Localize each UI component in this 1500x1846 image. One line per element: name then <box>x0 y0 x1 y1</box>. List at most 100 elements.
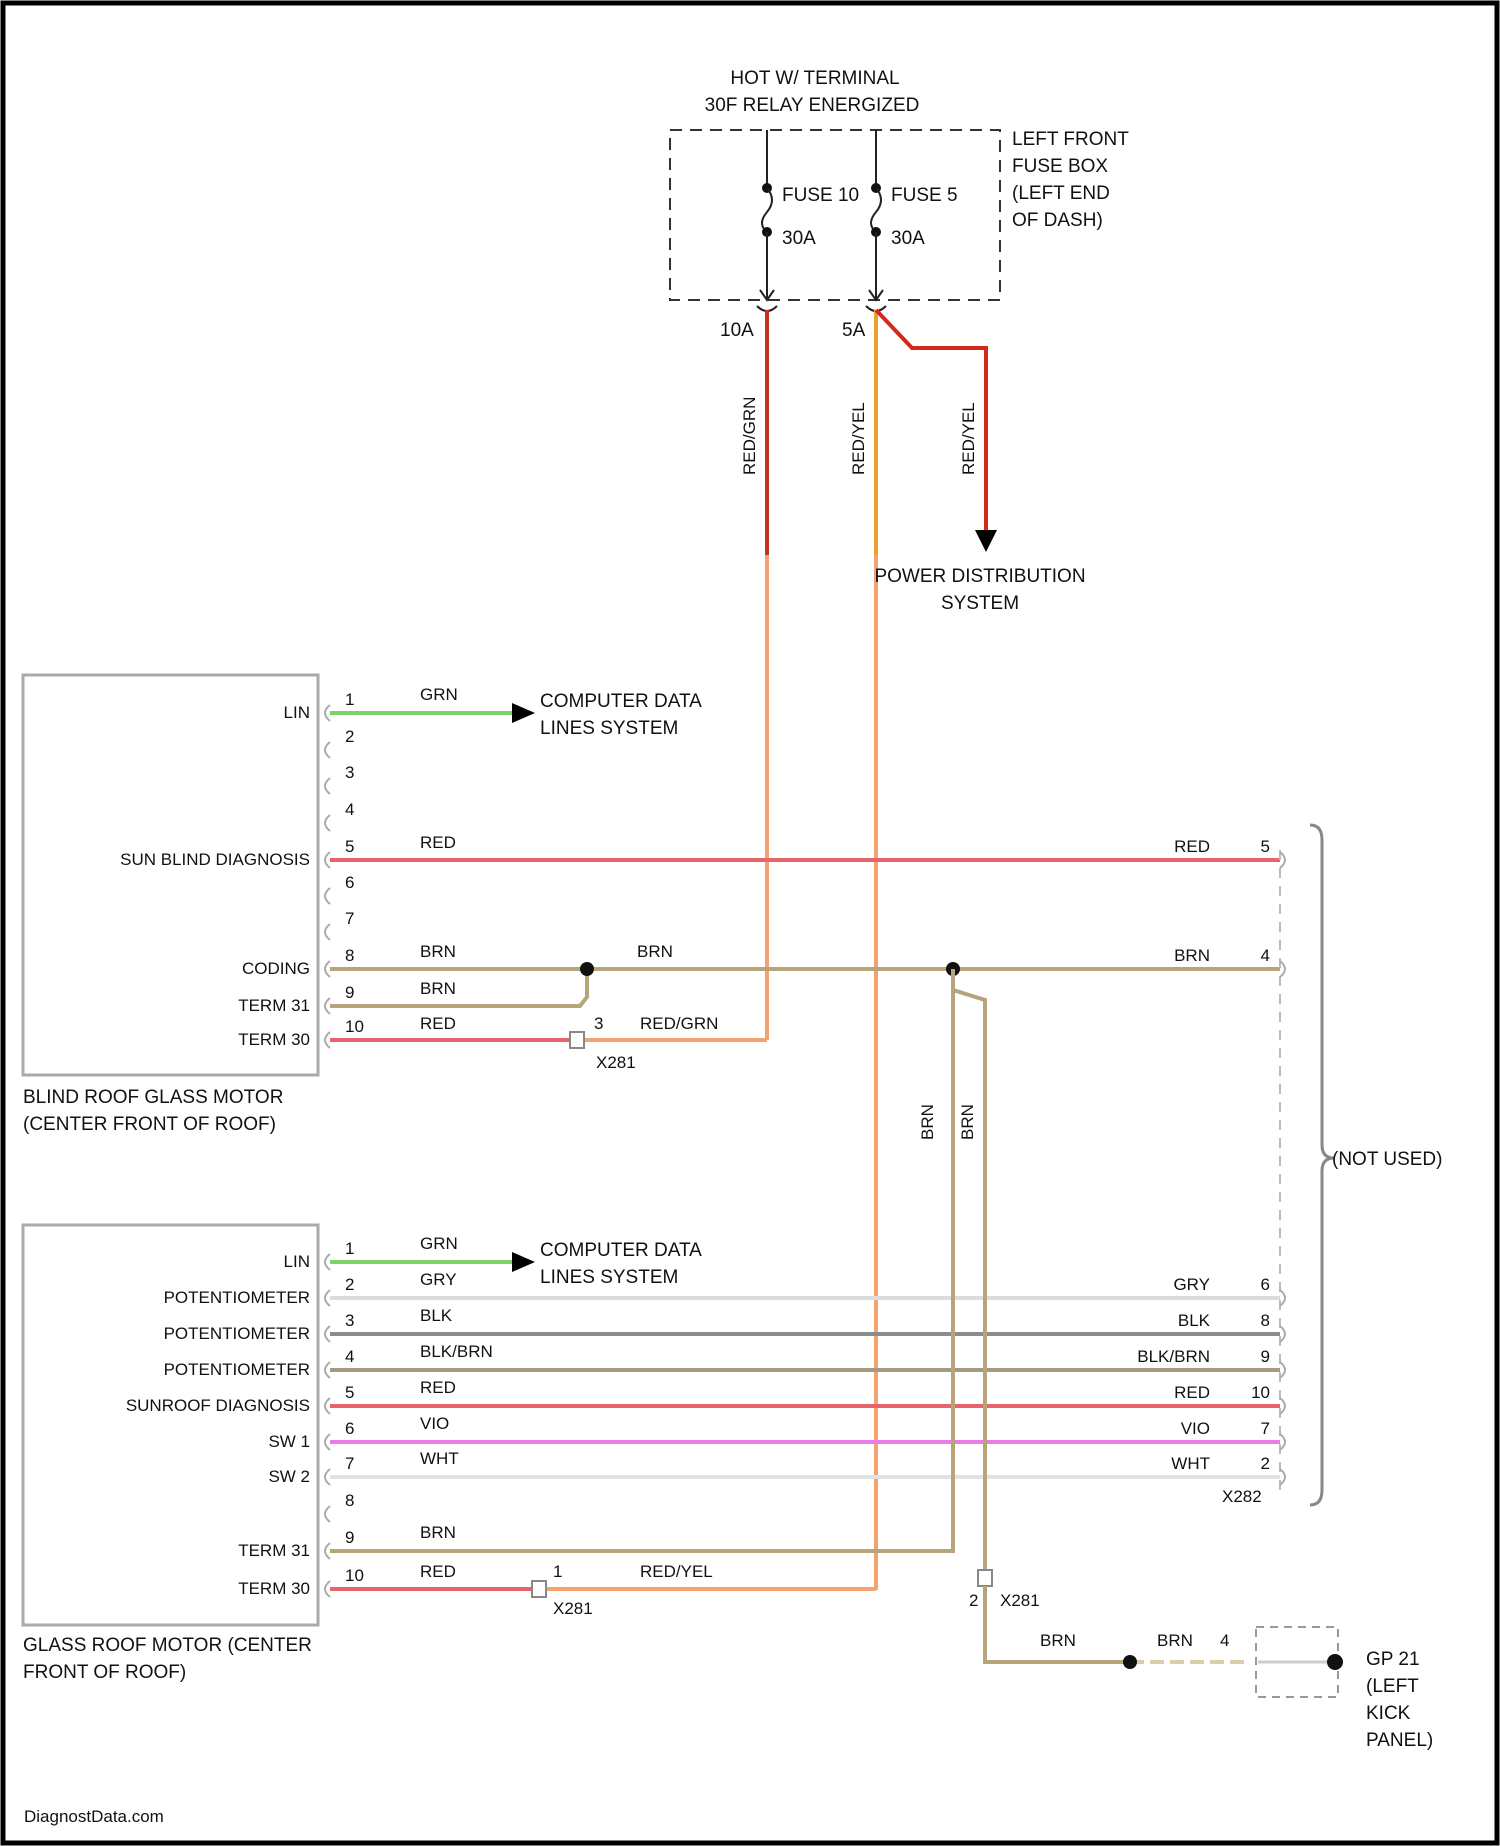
x282-pin-number: 6 <box>1261 1275 1270 1294</box>
glass-motor-pin-4-terminal <box>325 1362 330 1378</box>
glass-motor-pin-number: 5 <box>345 1383 354 1402</box>
blind-motor-pin-number: 8 <box>345 946 354 965</box>
glass-motor-pin-label: POTENTIOMETER <box>164 1360 310 1379</box>
glass-motor-name-2: FRONT OF ROOF) <box>23 1662 186 1683</box>
pds-label-2: SYSTEM <box>941 593 1019 614</box>
glass-motor-name-1: GLASS ROOF MOTOR (CENTER <box>23 1635 312 1656</box>
fuse-5 <box>866 130 886 311</box>
wire-ground-vertical <box>953 990 985 1570</box>
x282-wire-label: BLK/BRN <box>1137 1347 1210 1366</box>
x282-wire-label: BLK <box>1178 1311 1211 1330</box>
blind-coding-wire: BRN <box>420 942 456 961</box>
glass-motor-pin-label: POTENTIOMETER <box>164 1324 310 1343</box>
wire-label-red-yel-2: RED/YEL <box>959 402 978 475</box>
fusebox-label-3: (LEFT END <box>1012 183 1110 204</box>
glass-pin6-wire: VIO <box>420 1414 449 1433</box>
ground-point-icon <box>1327 1654 1343 1670</box>
hot-label-2: 30F RELAY ENERGIZED <box>705 95 920 116</box>
blind-motor-pin-4-terminal <box>325 815 330 831</box>
glass-motor-pin-label: POTENTIOMETER <box>164 1288 310 1307</box>
blind-motor-pin-3-terminal <box>325 778 330 794</box>
gp-label-2: (LEFT <box>1366 1676 1419 1697</box>
glass-pin1-wire: GRN <box>420 1234 458 1253</box>
blind-motor-pin-label: LIN <box>284 703 310 722</box>
glass-motor-pin-number: 1 <box>345 1239 354 1258</box>
not-used-label: (NOT USED) <box>1332 1149 1442 1170</box>
gp-label-3: KICK <box>1366 1703 1411 1724</box>
fuse5-rating: 30A <box>891 228 925 249</box>
glass-pin7-wire: WHT <box>420 1449 459 1468</box>
glass-motor-pin-5-terminal <box>325 1398 330 1414</box>
glass-x281-name: X281 <box>553 1599 593 1618</box>
ground-x281-name: X281 <box>1000 1591 1040 1610</box>
x282-wire-label: RED <box>1174 1383 1210 1402</box>
blind-diag-wire: RED <box>420 833 456 852</box>
blind-motor-name-2: (CENTER FRONT OF ROOF) <box>23 1114 276 1135</box>
x282-pin-number: 9 <box>1261 1347 1270 1366</box>
blind-motor-pin-5-terminal <box>325 852 330 868</box>
blind-motor-pin-number: 2 <box>345 727 354 746</box>
blind-motor-pins: 1LIN2345SUN BLIND DIAGNOSIS678CODING9TER… <box>120 690 364 1049</box>
glass-pin3-wire: BLK <box>420 1306 453 1325</box>
x282-wire-label: BRN <box>1174 946 1210 965</box>
blind-x281-pin: 3 <box>594 1014 603 1033</box>
splice-ground <box>1123 1655 1137 1669</box>
glass-motor-pin-label: SUNROOF DIAGNOSIS <box>126 1396 310 1415</box>
blind-motor-pin-label: TERM 31 <box>238 996 310 1015</box>
ground-wire-1: BRN <box>1040 1631 1076 1650</box>
x282-wire-label: GRY <box>1173 1275 1210 1294</box>
blind-x281-name: X281 <box>596 1053 636 1072</box>
blind-motor-pin-number: 4 <box>345 800 354 819</box>
glass-motor-pin-number: 8 <box>345 1491 354 1510</box>
glass-cds-label-2: LINES SYSTEM <box>540 1267 678 1288</box>
blind-cds-label-1: COMPUTER DATA <box>540 691 702 712</box>
blind-motor-pin-number: 10 <box>345 1017 364 1036</box>
blind-motor-pin-number: 3 <box>345 763 354 782</box>
terminal-5a: 5A <box>842 320 866 341</box>
blind-motor-pin-number: 7 <box>345 909 354 928</box>
blind-motor-pin-7-terminal <box>325 924 330 940</box>
arrow-power-distribution <box>975 530 997 552</box>
blind-cds-label-2: LINES SYSTEM <box>540 718 678 739</box>
hot-label-1: HOT W/ TERMINAL <box>730 68 899 89</box>
fuse-box-outline <box>670 130 1000 300</box>
fuse-10 <box>757 130 777 311</box>
glass-motor-pin-number: 6 <box>345 1419 354 1438</box>
blind-x281-wire: RED/GRN <box>640 1014 718 1033</box>
fusebox-label-4: OF DASH) <box>1012 210 1103 231</box>
terminal-10a: 10A <box>720 320 754 341</box>
glass-motor-pin-3-terminal <box>325 1326 330 1342</box>
glass-pin2-wire: GRY <box>420 1270 457 1289</box>
blind-motor-pin-2-terminal <box>325 742 330 758</box>
glass-motor-pin-number: 2 <box>345 1275 354 1294</box>
glass-x281-pin: 1 <box>553 1562 562 1581</box>
glass-motor-pins: 1LIN2POTENTIOMETER3POTENTIOMETER4POTENTI… <box>126 1239 364 1598</box>
connector-x281-blind <box>570 1032 584 1048</box>
glass-motor-pin-number: 4 <box>345 1347 354 1366</box>
glass-motor-pin-number: 10 <box>345 1566 364 1585</box>
glass-pin9-wire: BRN <box>420 1523 456 1542</box>
blind-motor-pin-10-terminal <box>325 1032 330 1048</box>
blind-term30-wire: RED <box>420 1014 456 1033</box>
fusebox-label-1: LEFT FRONT <box>1012 129 1129 150</box>
glass-motor-pin-label: SW 2 <box>268 1467 310 1486</box>
glass-x281-wire: RED/YEL <box>640 1562 713 1581</box>
glass-motor-pin-1-terminal <box>325 1254 330 1270</box>
footer-watermark: DiagnostData.com <box>24 1807 164 1826</box>
blind-motor-pin-number: 1 <box>345 690 354 709</box>
x282-pin-number: 5 <box>1261 837 1270 856</box>
x282-wire-label: RED <box>1174 837 1210 856</box>
wire-blind-term31 <box>330 969 587 1006</box>
ground-pin: 4 <box>1220 1631 1229 1650</box>
glass-pin10-wire: RED <box>420 1562 456 1581</box>
blind-motor-pin-1-terminal <box>325 705 330 721</box>
blind-motor-pin-9-terminal <box>325 998 330 1014</box>
ground-vert-wire-2: BRN <box>958 1104 977 1140</box>
not-used-bracket <box>1310 825 1334 1505</box>
blind-motor-name-1: BLIND ROOF GLASS MOTOR <box>23 1087 283 1108</box>
gp-label-4: PANEL) <box>1366 1730 1433 1751</box>
blind-coding-wire-2: BRN <box>637 942 673 961</box>
arrow-glass-cds <box>512 1252 535 1272</box>
glass-pin5-wire: RED <box>420 1378 456 1397</box>
x282-wire-label: VIO <box>1181 1419 1210 1438</box>
